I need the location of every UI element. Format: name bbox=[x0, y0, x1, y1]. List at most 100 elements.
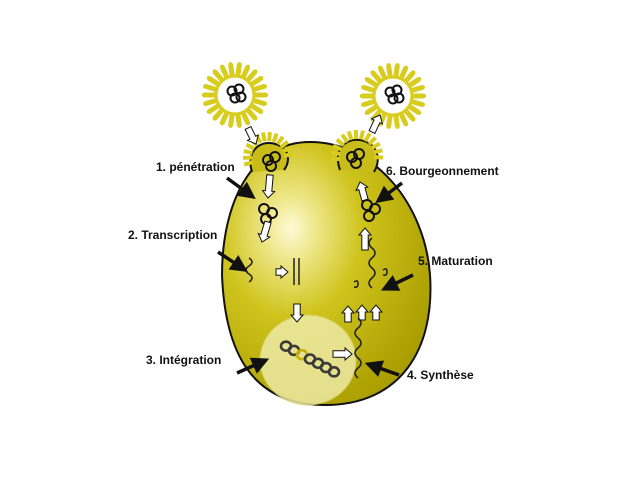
virus-spike-tip bbox=[377, 65, 383, 71]
bud-spike bbox=[243, 148, 253, 156]
bud-spike bbox=[260, 132, 267, 142]
arrow-to-transcription bbox=[257, 220, 272, 243]
bud-spike bbox=[332, 143, 343, 152]
pointer-bourgeonnement bbox=[375, 181, 404, 204]
maturation-strand bbox=[368, 237, 376, 289]
bud-spike bbox=[373, 148, 383, 155]
arrow-up-bud bbox=[355, 181, 369, 202]
rna-strands bbox=[245, 237, 388, 379]
virus-spike-tip bbox=[228, 62, 233, 67]
label-integration: 3. Intégration bbox=[146, 353, 222, 367]
pointer-synthese bbox=[364, 360, 400, 377]
bud-spike bbox=[358, 130, 365, 140]
virus-spike-tip bbox=[386, 63, 391, 68]
arrow-up-1 bbox=[340, 305, 356, 323]
bud-spike bbox=[373, 155, 384, 160]
rna-cluster-exit-2 bbox=[361, 199, 381, 222]
virus-spike-tip bbox=[411, 117, 416, 122]
virus-spike-tip bbox=[420, 85, 425, 90]
bud-spike bbox=[331, 156, 341, 163]
arrow-up-maturation bbox=[357, 227, 373, 251]
virus-particle-incoming bbox=[201, 62, 269, 128]
bud-spike bbox=[335, 138, 346, 147]
bud-spike bbox=[282, 145, 292, 153]
virus-spike-tip bbox=[237, 123, 242, 128]
virus-spike-tip bbox=[364, 77, 370, 82]
virus-spike-tip bbox=[219, 120, 225, 126]
virus-spike-tip bbox=[420, 102, 425, 107]
virus-particle-released bbox=[359, 63, 427, 129]
virus-spike-tip bbox=[421, 93, 427, 99]
label-pointers bbox=[217, 176, 414, 377]
arrow-to-nucleus bbox=[289, 303, 305, 323]
rna-cluster-exit-1 bbox=[346, 148, 365, 169]
bud-spike bbox=[363, 132, 372, 143]
bud-spike bbox=[275, 135, 285, 146]
flow-arrows bbox=[244, 114, 384, 362]
label-penetration: 1. pénétration bbox=[156, 160, 235, 174]
virus-spike-tip bbox=[359, 93, 365, 99]
virus-spike-tip bbox=[201, 92, 207, 98]
virus-spike-tip bbox=[237, 62, 242, 67]
virus-spike-tip bbox=[395, 63, 400, 68]
bud-spike bbox=[370, 141, 381, 150]
arrow-to-rt bbox=[275, 264, 289, 280]
bud-spike bbox=[245, 142, 256, 151]
arrow-out-nucleus bbox=[332, 346, 353, 362]
bud-spike bbox=[330, 150, 341, 156]
virus-spike-tip bbox=[403, 65, 409, 71]
nucleus bbox=[259, 314, 357, 406]
virus-spike-tip bbox=[364, 110, 370, 115]
bud-spike bbox=[267, 131, 272, 142]
virus-spike-tip bbox=[370, 70, 375, 75]
virus-spike-tip bbox=[245, 120, 251, 126]
virus-spike-tip bbox=[219, 64, 225, 70]
virus-spike-tip bbox=[203, 101, 208, 106]
virus-spike-tip bbox=[361, 85, 366, 90]
virus-spike-tip bbox=[416, 77, 422, 82]
virus-spike-tip bbox=[203, 84, 208, 89]
virus-spike-tip bbox=[258, 109, 264, 114]
virus-spike-tip bbox=[253, 116, 258, 121]
virus-spike-tip bbox=[212, 69, 217, 74]
arrow-release bbox=[368, 114, 384, 135]
bud-spike bbox=[346, 130, 354, 141]
virus-spike-tip bbox=[262, 101, 267, 106]
virus-spike-tip bbox=[212, 116, 217, 121]
bud-spike bbox=[340, 133, 349, 144]
virus-spike-tip bbox=[395, 124, 400, 129]
virus-rna-core bbox=[384, 84, 405, 105]
virus-spike-tip bbox=[403, 121, 409, 127]
bud-spike bbox=[367, 136, 377, 146]
label-bourgeonnement: 6. Bourgeonnement bbox=[386, 164, 499, 178]
bud-spike bbox=[271, 132, 279, 143]
arrow-up-2 bbox=[354, 304, 370, 321]
arrow-entry bbox=[244, 125, 259, 145]
virus-spike-tip bbox=[263, 92, 269, 98]
pointer-integration bbox=[236, 357, 270, 375]
virus-spike-tip bbox=[386, 124, 391, 129]
virus-spike-tip bbox=[411, 70, 416, 75]
virus-spike-tip bbox=[206, 109, 212, 114]
squiggle-1 bbox=[353, 280, 359, 288]
label-maturation: 5. Maturation bbox=[418, 254, 493, 268]
bud-spike bbox=[283, 152, 294, 158]
pointer-penetration bbox=[225, 176, 256, 200]
bud-spike bbox=[243, 160, 254, 167]
bud-spike bbox=[279, 140, 290, 149]
rna-cluster-entry-1 bbox=[262, 151, 281, 172]
virus-spike-tip bbox=[206, 76, 212, 81]
pointer-maturation bbox=[380, 273, 414, 291]
virus-spike-tip bbox=[258, 76, 264, 81]
virus-rna-core bbox=[226, 83, 247, 104]
virus-spike-tip bbox=[262, 84, 267, 89]
label-synthese: 4. Synthèse bbox=[407, 368, 474, 382]
integrated-dna-helix bbox=[279, 340, 341, 378]
pointer-transcription bbox=[217, 250, 248, 272]
arrow-up-3 bbox=[368, 304, 384, 321]
virus-spike-tip bbox=[245, 64, 251, 70]
virus-spike-tip bbox=[253, 69, 258, 74]
virus-spike-tip bbox=[361, 102, 366, 107]
label-transcription: 2. Transcription bbox=[128, 228, 218, 242]
